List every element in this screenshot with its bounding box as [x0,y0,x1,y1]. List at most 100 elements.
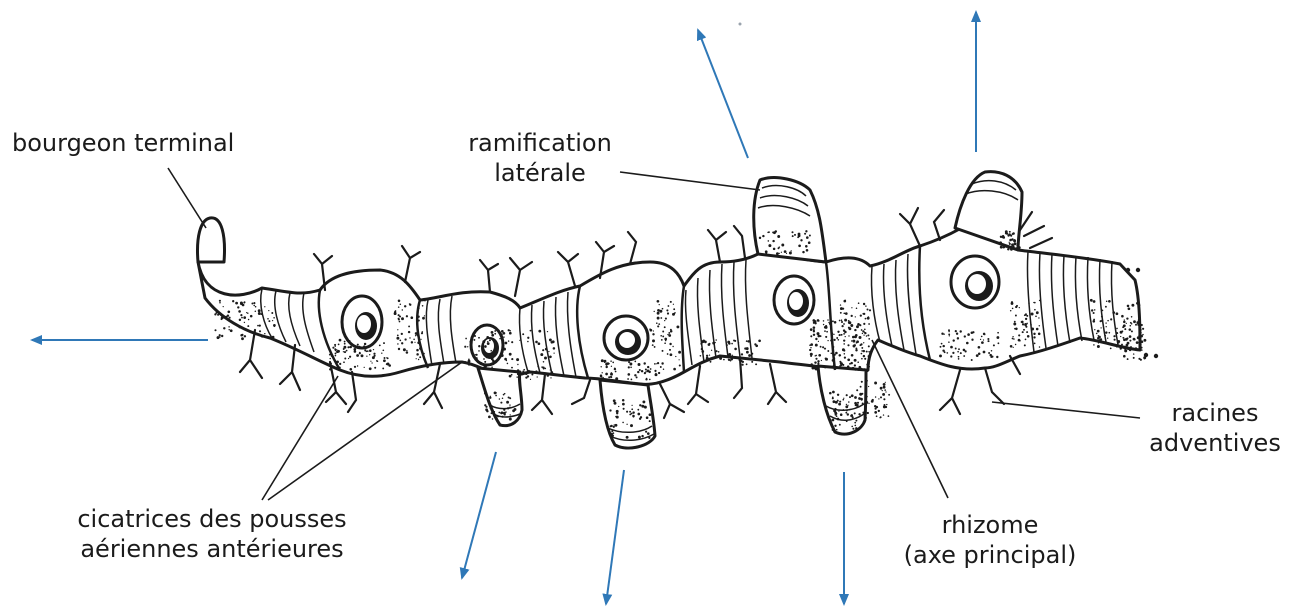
stipple-dot [1098,342,1099,343]
stipple-dot [1129,340,1131,342]
stipple-dot [673,308,675,310]
stipple-dot [626,424,627,425]
stipple-dot [833,400,836,403]
terminal-bud [198,218,225,262]
leader-bourgeon [168,168,206,228]
stipple-dot [369,354,370,355]
stipple-dot [865,401,868,404]
stipple-dot [1002,235,1005,238]
stipple-dot [978,352,981,355]
stipple-dot [1112,311,1115,314]
stipple-dot [846,394,848,396]
stipple-dot [843,312,845,314]
stipple-dot [1130,325,1132,327]
stipple-dot [762,235,764,237]
stipple-dot [243,316,246,319]
stipple-dot [1141,347,1143,349]
stipple-dot [228,329,229,330]
stipple-dot [503,409,505,411]
stipple-dot [1135,347,1137,349]
stipple-dot [845,336,846,337]
stipple-dot [487,341,488,342]
stipple-dot [499,398,501,400]
stipple-dot [1090,299,1093,302]
stipple-dot [647,432,650,435]
stipple-dot [511,367,513,369]
stipple-dot [715,339,717,341]
stipple-dot [237,306,239,308]
stipple-dot [602,377,603,378]
stipple-dot [978,346,981,349]
stipple-dot [516,358,519,361]
stipple-dot [1106,301,1108,303]
stipple-dot [264,333,265,334]
stipple-dot [883,386,886,389]
stipple-dot [478,350,480,352]
stipple-dot [633,416,634,417]
stipple-dot [364,349,366,351]
stipple-dot [637,409,639,411]
stipple-dot [344,341,346,343]
stipple-dot [1141,340,1144,343]
stipple-dot [817,363,819,365]
stipple-dot [608,363,610,365]
stipple-dot [868,351,870,353]
stipple-dot [710,361,712,363]
stipple-dot [240,334,243,337]
stipple-dot [1014,321,1016,323]
stipple-dot [1018,339,1021,342]
stipple-dot [371,362,372,363]
stipple-dot [604,360,607,363]
stipple-dot [827,319,829,321]
stipple-dot [667,353,669,355]
stipple-dot [858,302,860,304]
stipple-dot [883,414,884,415]
stipple-dot [1000,246,1003,249]
stipple-dot [861,368,863,370]
stipple-dot [517,369,520,372]
stipple-dot [509,332,512,335]
stipple-dot [376,360,378,362]
lateral-branch [754,178,826,262]
stipple-dot [240,314,242,316]
stipple-dot [832,397,834,399]
stipple-dot [846,404,847,405]
stipple-dot [510,414,511,415]
stipple-dot [827,350,829,352]
stipple-dot [841,321,843,323]
stipple-dot [868,403,869,404]
stipple-dot [759,237,761,239]
stipple-dot [223,306,224,307]
stipple-dot [402,309,403,310]
stipple-dot [868,360,870,362]
stipple-dot [953,339,955,341]
stipple-dot [866,351,868,353]
stipple-dot [967,333,970,336]
stipple-dot [758,339,761,342]
stipple-dot [867,334,869,336]
stipple-dot [664,320,665,321]
stipple-dot [818,354,821,357]
stipple-dot [655,373,658,376]
stipple-dot [471,349,473,351]
stipple-dot [830,352,832,354]
stipple-dot [805,230,807,232]
stipple-dot [530,330,532,332]
stipple-dot [706,358,708,360]
stipple-dot [862,333,863,334]
stipple-dot [253,302,255,304]
stipple-dot [1133,353,1134,354]
stipple-dot [473,339,475,341]
stipple-dot [652,344,654,346]
stipple-dot [627,378,629,380]
stipple-dot [1130,322,1132,324]
stipple-dot [748,354,751,357]
stipple-dot [1015,315,1017,317]
stipple-dot [258,309,261,312]
stipple-dot [726,349,727,350]
stipple-dot [958,358,960,360]
stipple-dot [832,332,834,334]
stipple-dot [484,365,487,368]
stipple-dot [948,333,950,335]
stipple-dot [948,341,950,343]
